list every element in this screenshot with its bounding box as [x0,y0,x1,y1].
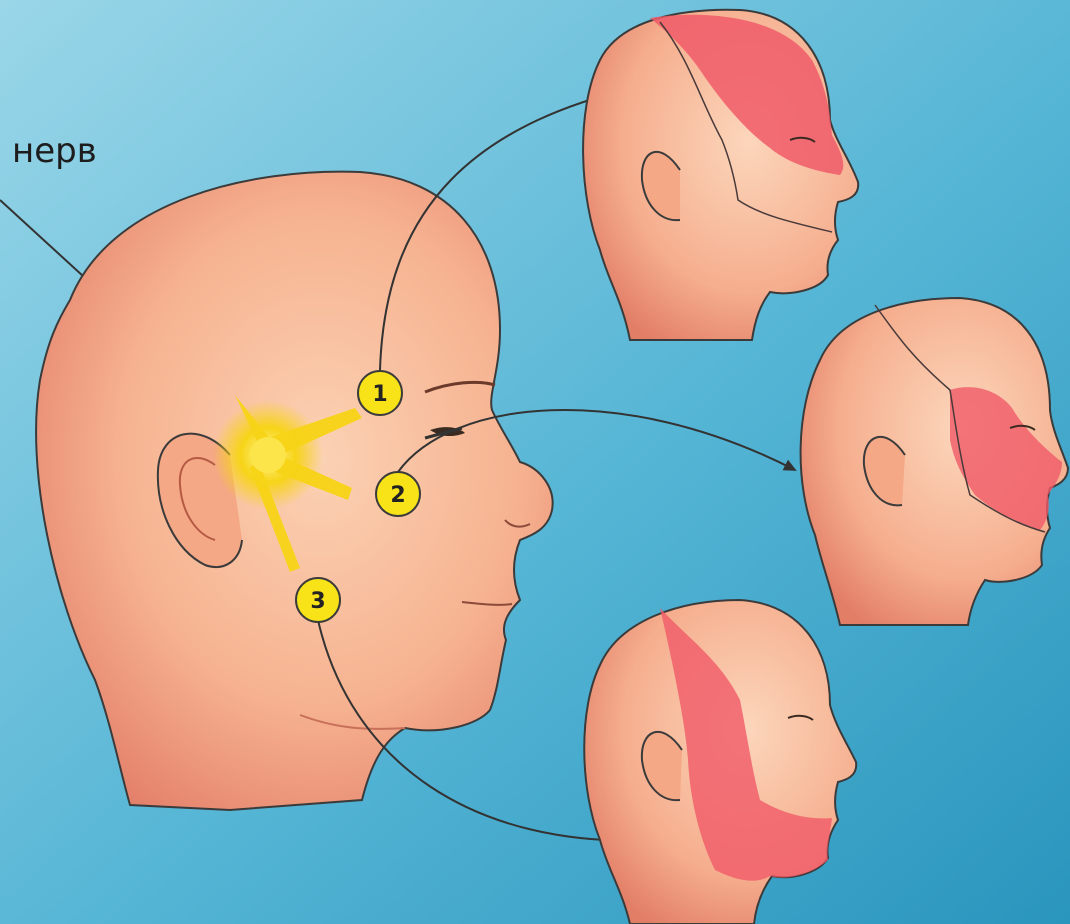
branch-badge-2: 2 [376,472,420,516]
branch-badge-3: 3 [296,578,340,622]
branch-badge-2-number: 2 [390,483,405,508]
branch-badge-1-number: 1 [372,382,387,407]
nerve-label: нерв [12,131,97,171]
nerve-ganglion-core [250,437,286,473]
main-head [36,172,553,810]
branch-badge-1: 1 [358,371,402,415]
branch-badge-3-number: 3 [310,589,325,614]
head-zone-2 [801,298,1068,625]
